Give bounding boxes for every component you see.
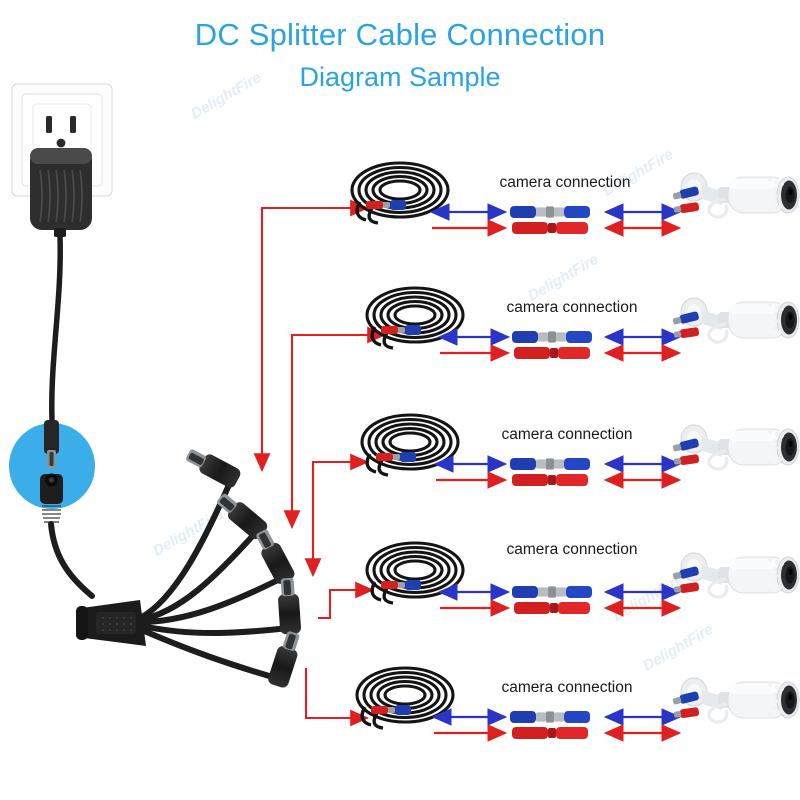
power-adapter	[30, 148, 92, 237]
power-line-4	[318, 581, 375, 620]
power-line-5	[304, 668, 370, 727]
bullet-camera	[670, 423, 800, 471]
cable-end-connectors	[366, 200, 406, 210]
camera-row	[355, 666, 800, 742]
bnc-dc-coupler	[510, 458, 590, 486]
bnc-dc-coupler	[512, 586, 592, 614]
bnc-dc-extension-cable	[355, 666, 455, 730]
page-title: DC Splitter Cable Connection	[194, 17, 606, 52]
bullet-camera	[670, 676, 800, 724]
cable-end-connectors	[371, 705, 411, 715]
camera-row	[365, 541, 800, 617]
bullet-camera	[670, 171, 800, 219]
dc-male-plug	[44, 420, 59, 468]
camera-connection-label: camera connection	[501, 426, 633, 443]
splitter-output-plug	[186, 449, 301, 688]
power-line-1	[260, 199, 370, 463]
bnc-dc-extension-cable	[360, 413, 460, 477]
bnc-dc-extension-cable	[365, 286, 465, 350]
page-subtitle: Diagram Sample	[299, 62, 501, 92]
splitter-leads	[137, 475, 291, 681]
cable-end-connectors	[376, 452, 416, 462]
bnc-dc-coupler	[512, 331, 592, 359]
camera-connection-label: camera connection	[506, 299, 638, 316]
power-line-3	[311, 453, 370, 568]
camera-row	[360, 413, 800, 489]
bullet-camera	[670, 551, 800, 599]
dc-female-jack	[40, 473, 95, 599]
bullet-camera	[670, 296, 800, 344]
bnc-dc-coupler	[510, 711, 590, 739]
power-line-2	[290, 326, 387, 520]
camera-connection-label: camera connection	[506, 541, 638, 558]
adapter-cable	[49, 233, 63, 423]
camera-connection-label: camera connection	[499, 174, 631, 191]
splitter-hub	[76, 600, 146, 646]
bnc-dc-coupler	[510, 206, 590, 234]
bnc-dc-extension-cable	[350, 161, 450, 225]
cable-end-connectors	[381, 580, 421, 590]
camera-connection-label: camera connection	[501, 679, 633, 696]
camera-row	[350, 161, 800, 237]
bnc-dc-extension-cable	[365, 541, 465, 605]
